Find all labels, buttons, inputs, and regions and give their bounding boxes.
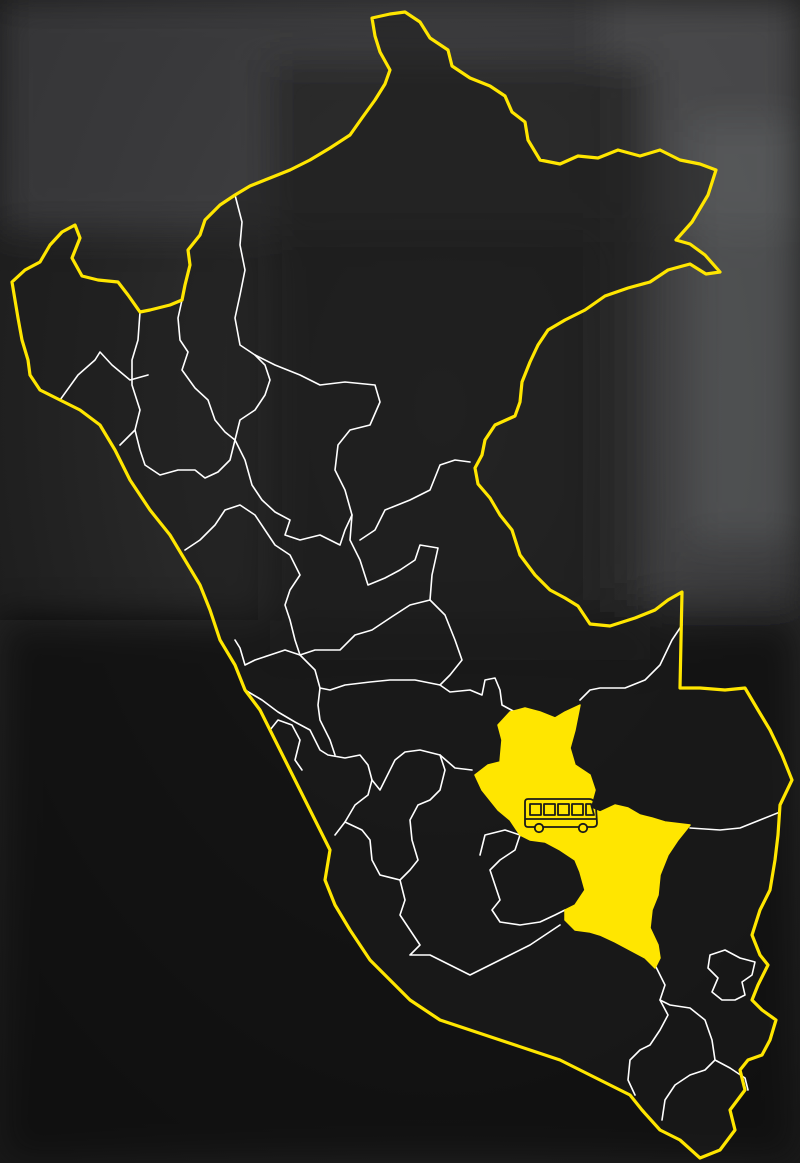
bus-icon [524,798,598,834]
internal-borders [59,194,781,1121]
country-border [10,10,794,1160]
highlighted-region[interactable] [474,704,691,969]
